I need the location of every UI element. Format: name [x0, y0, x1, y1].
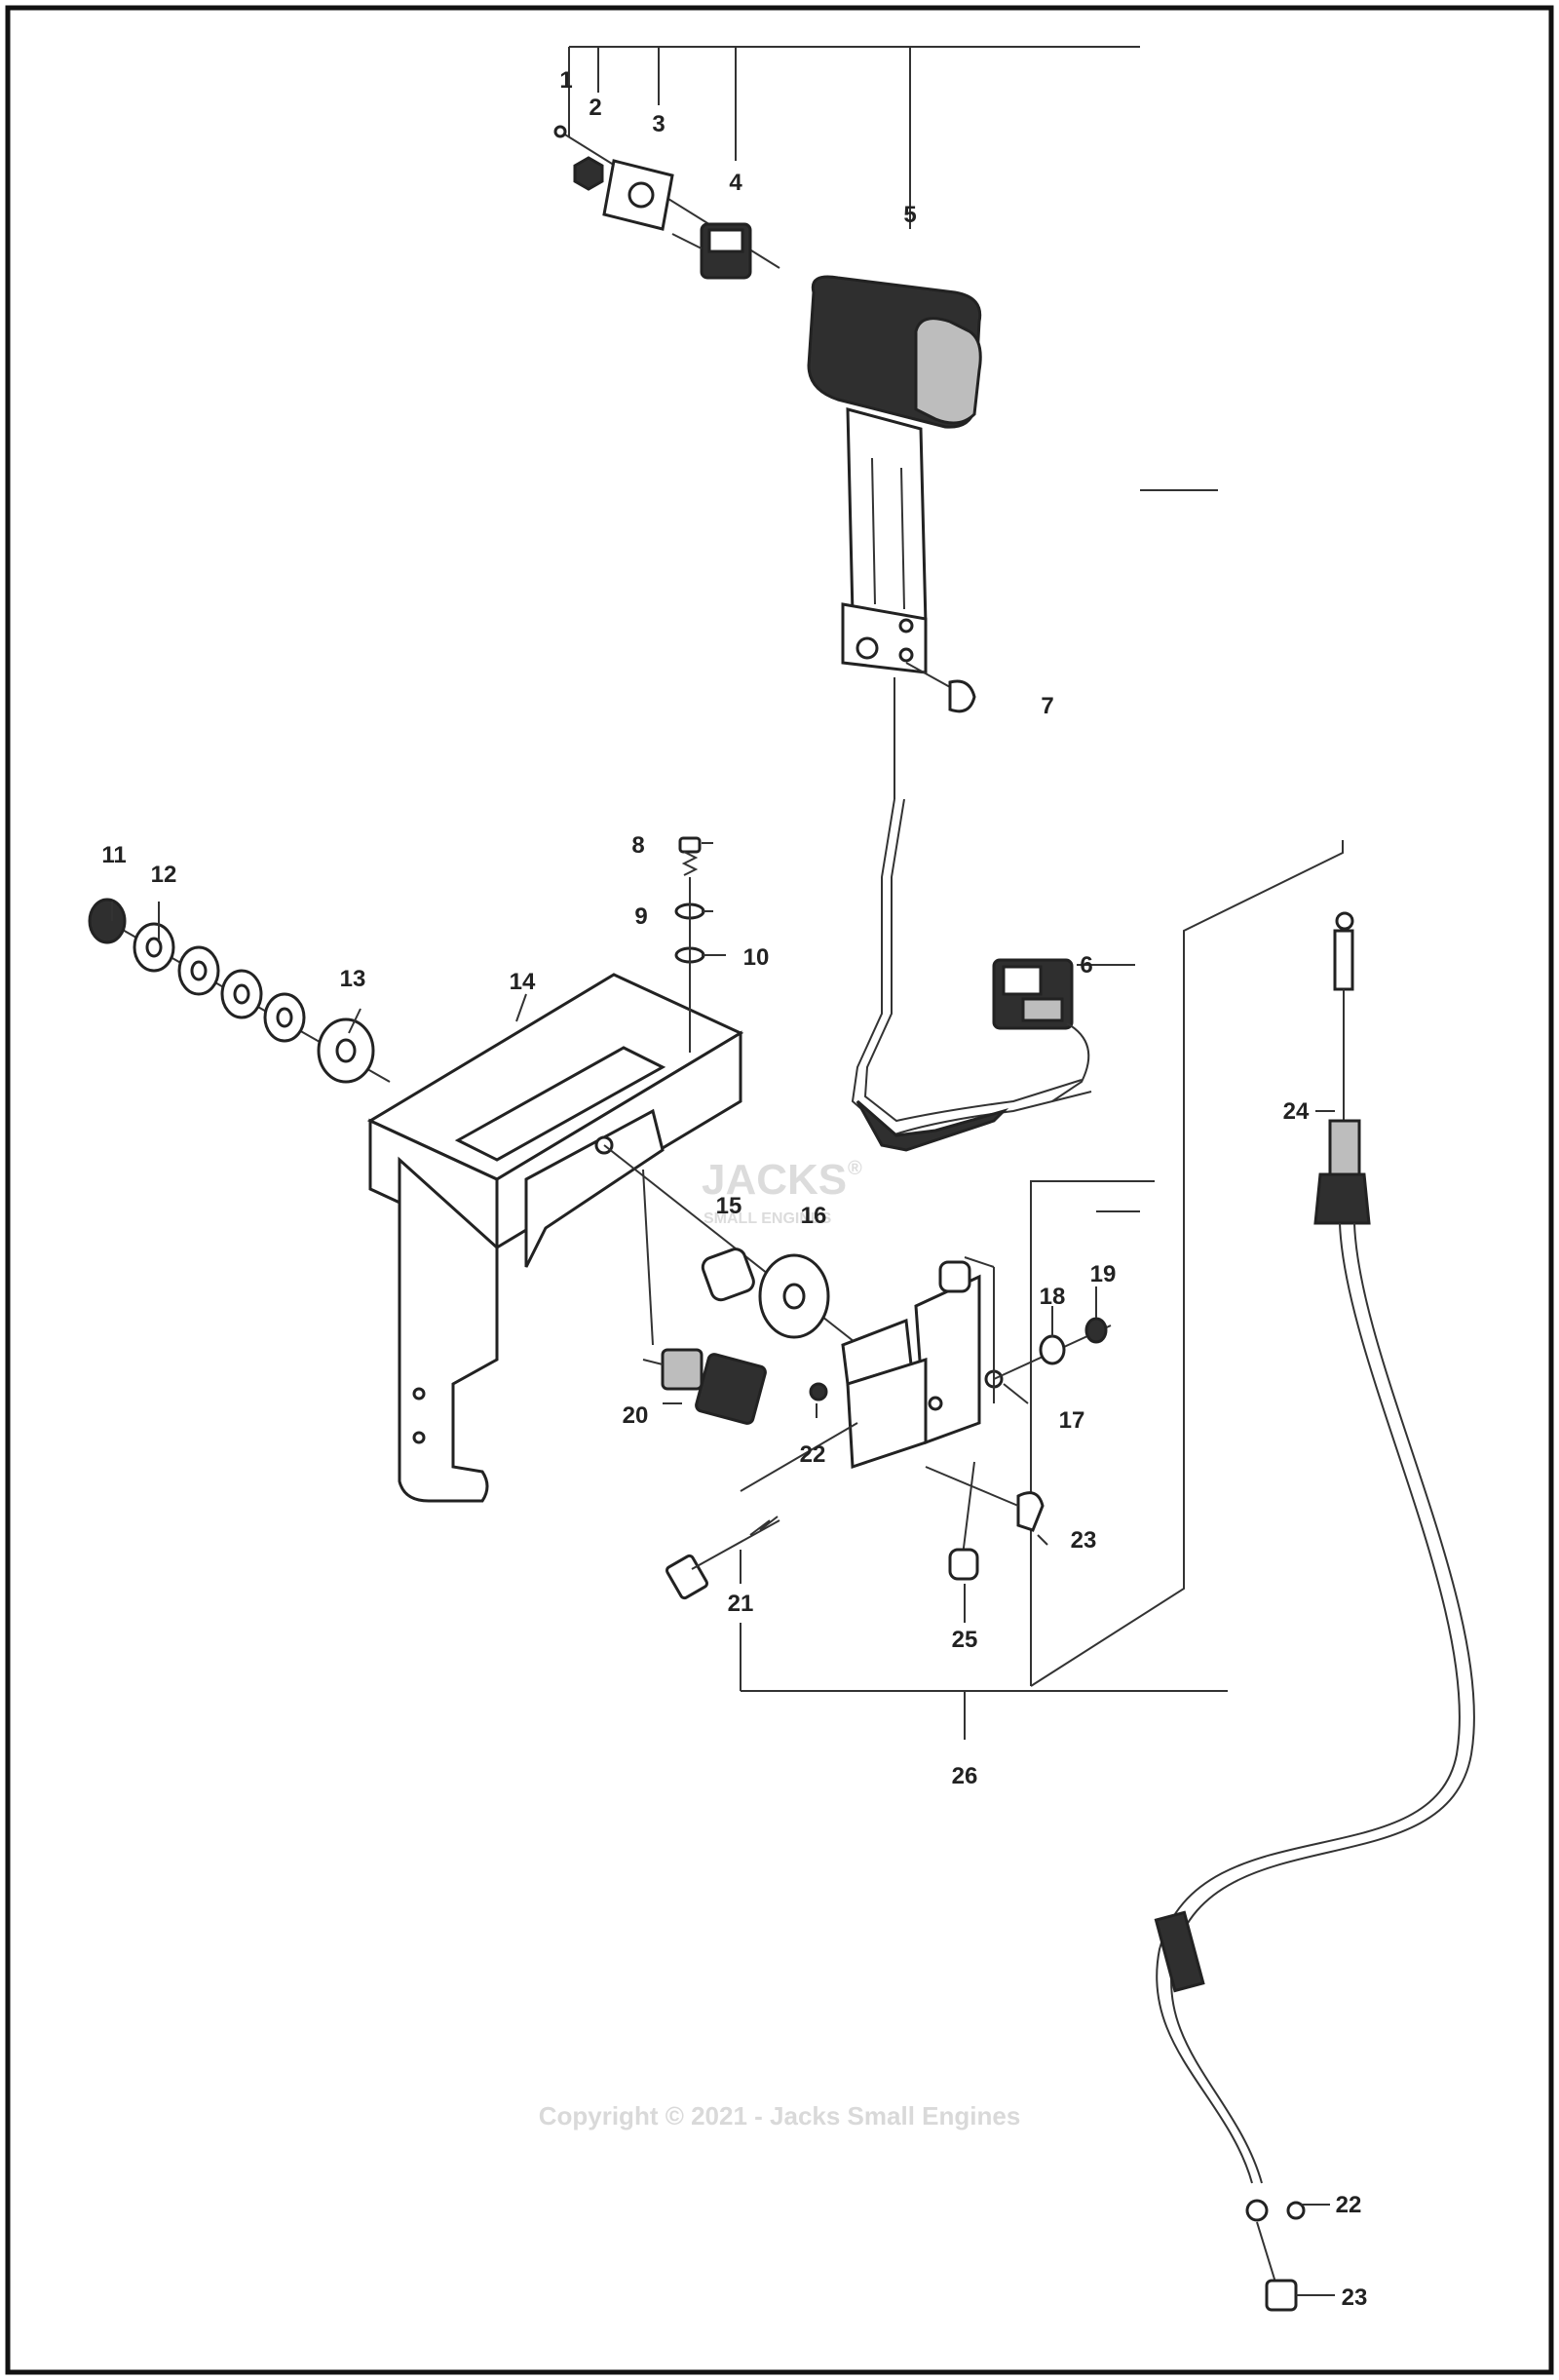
svg-text:JACKS: JACKS	[702, 1156, 847, 1204]
callout-1: 1	[559, 67, 572, 94]
callout-22-lower: 22	[1336, 2192, 1362, 2218]
callout-18: 18	[1040, 1284, 1066, 1310]
diagram-frame	[5, 5, 1554, 2375]
callout-25: 25	[952, 1627, 978, 1653]
callout-6: 6	[1080, 952, 1092, 979]
callout-17: 17	[1059, 1407, 1085, 1434]
callout-24: 24	[1283, 1098, 1310, 1125]
bolt-21	[665, 1422, 858, 1600]
top-group-bracket	[568, 46, 1218, 491]
pivot-assembly	[603, 1144, 1029, 1470]
callout-3: 3	[652, 111, 665, 137]
svg-text:®: ®	[848, 1158, 862, 1179]
mounting-bracket-14	[366, 973, 744, 1503]
callout-19: 19	[1090, 1261, 1117, 1287]
callout-14: 14	[510, 969, 536, 995]
callout-13: 13	[340, 966, 366, 992]
callout-labels: 1 2 3 4 5 6 7 8 9 10 11 12 13 14 15 16 1…	[101, 67, 1367, 2311]
callout-9: 9	[634, 903, 647, 930]
callout-20: 20	[623, 1402, 649, 1429]
callout-23-upper: 23	[1071, 1527, 1097, 1554]
callout-12: 12	[151, 862, 177, 888]
callout-8: 8	[631, 832, 644, 859]
callout-26: 26	[952, 1763, 978, 1789]
watermark-logo: JACKS ® SMALL ENGINES	[702, 1156, 862, 1227]
svg-text:SMALL ENGINES: SMALL ENGINES	[703, 1210, 832, 1227]
lever-rod	[851, 677, 1092, 1152]
callout-7: 7	[1041, 693, 1053, 719]
callout-4: 4	[729, 170, 742, 196]
nut-2	[573, 156, 604, 191]
callout-5: 5	[903, 202, 916, 228]
washers-left	[88, 898, 391, 1084]
callout-16: 16	[801, 1203, 827, 1229]
control-lever	[553, 125, 982, 674]
copyright-watermark: Copyright © 2021 - Jacks Small Engines	[539, 2101, 1021, 2130]
switch-6	[992, 958, 1135, 1102]
screw-7	[905, 662, 976, 713]
callout-10: 10	[743, 944, 770, 971]
small-hardware	[809, 1286, 1112, 1740]
control-cable-24	[1154, 911, 1475, 2312]
callout-2: 2	[589, 95, 601, 121]
screw-stack-8-10	[674, 836, 726, 1053]
callout-22-upper: 22	[800, 1441, 826, 1468]
callout-23-lower: 23	[1342, 2284, 1368, 2311]
callout-11: 11	[101, 842, 126, 868]
callout-15: 15	[716, 1193, 742, 1219]
callout-21: 21	[728, 1591, 754, 1617]
